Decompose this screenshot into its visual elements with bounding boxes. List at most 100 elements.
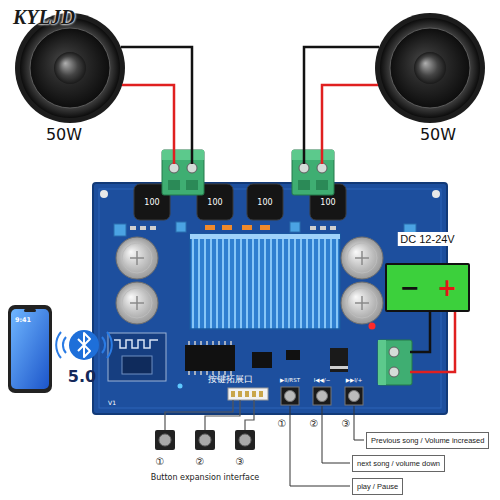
capacitor-part-part [341, 282, 383, 324]
terminal-block [292, 150, 334, 195]
function-label: next song / volume down [352, 455, 445, 472]
external-button-part [155, 430, 175, 450]
smd-parts-part [205, 225, 215, 230]
button-silkscreen: ▶II/RST [280, 378, 300, 384]
red-led [369, 323, 376, 330]
smd-parts-part [130, 226, 136, 230]
external-button-part-part [155, 430, 175, 450]
callout-number: ② [310, 419, 319, 429]
pin-header-part [228, 388, 268, 400]
speaker-wire [121, 47, 379, 164]
capacitor-part [341, 237, 383, 279]
inductor-marking: 100 [144, 199, 159, 207]
caption-note: Button expansion interface [151, 474, 259, 482]
capacitor [116, 237, 383, 324]
smd-parts-part [330, 226, 336, 230]
board-button-part-part [281, 387, 299, 405]
speaker-part [30, 28, 110, 108]
battery-body: −+ [385, 263, 470, 312]
speaker-part [30, 28, 110, 108]
speaker-part [375, 13, 485, 123]
capacitor-part [116, 282, 158, 324]
terminal-block-part [316, 180, 328, 190]
capacitor-part-part [355, 296, 369, 310]
speaker-part [54, 52, 86, 84]
speaker-wire-part [121, 47, 192, 164]
smd-parts-part [320, 226, 326, 230]
power-wire-part [410, 312, 455, 372]
capacitor-part-part [122, 288, 152, 318]
external-button-part [235, 430, 255, 450]
power-wire [410, 312, 455, 372]
speaker-part [390, 28, 470, 108]
voltage-heading: DC 12-24V [397, 232, 457, 246]
pin-header [228, 388, 268, 400]
board-button-part-part [313, 387, 331, 405]
phone-clock: 9:41 [15, 317, 31, 324]
phone [8, 305, 52, 393]
smd-parts-part [260, 225, 270, 230]
terminal-block-part [292, 150, 334, 160]
watermark: KYLJD [13, 7, 75, 27]
pin-header-part [231, 391, 235, 397]
terminal-block-part [162, 150, 204, 195]
bluetooth-module-part [122, 356, 152, 374]
external-button-part-part [195, 430, 215, 450]
heatsink [190, 234, 340, 329]
label-text: play / Pause [357, 482, 398, 491]
diode-part [330, 366, 348, 369]
board-button-part-part [349, 391, 360, 402]
board-button-part-part [317, 391, 328, 402]
speaker-wire-part [322, 85, 378, 164]
capacitor-part-part [130, 251, 144, 265]
capacitor-part-part [116, 237, 158, 279]
bluetooth-module [108, 333, 166, 381]
terminal-block-part [298, 180, 310, 190]
ic-chip-part [286, 350, 300, 360]
smd-parts-part [222, 225, 232, 230]
pin-header-part [238, 391, 242, 397]
terminal-block-part [292, 150, 334, 195]
bluetooth-icon-part [69, 330, 99, 360]
heatsink-part [190, 234, 340, 239]
external-button-part-part [159, 434, 171, 446]
callout-number: ① [156, 457, 165, 467]
capacitor-part-part [347, 288, 377, 318]
label-text: Previous song / Volume increased [371, 436, 484, 445]
capacitor-part-part [116, 282, 158, 324]
callout-number: ③ [342, 419, 351, 429]
terminal-block-part [168, 180, 180, 190]
function-label: Previous song / Volume increased [366, 432, 489, 449]
power-wire-part [410, 312, 430, 352]
inductor-marking: 100 [320, 199, 335, 207]
blue-led [178, 384, 183, 389]
phone-part [24, 309, 36, 312]
bluetooth-module-part [108, 333, 166, 381]
external-button [155, 430, 255, 450]
bluetooth-icon-part [78, 333, 90, 357]
capacitor-part-part [347, 243, 377, 273]
terminal-block-part [169, 163, 179, 173]
power-rating: 50W [46, 127, 82, 143]
speaker-part [20, 18, 120, 118]
power-terminal-part [389, 347, 399, 357]
expansion-wire [165, 400, 254, 430]
pin-header-part [259, 391, 263, 397]
power-terminal [378, 340, 412, 385]
inductor-marking: 100 [207, 199, 222, 207]
board-button-part [345, 387, 363, 405]
capacitor-part [341, 282, 383, 324]
board-silkscreen: 按键拓展口 [208, 375, 253, 384]
callout-number: ② [196, 457, 205, 467]
expansion-wire-part [205, 400, 240, 430]
speaker-part [390, 28, 470, 108]
terminal-block-part [299, 163, 309, 173]
heatsink-part [190, 234, 340, 329]
board-button-part [281, 387, 299, 405]
speaker [375, 13, 485, 123]
polarity-sign: − [400, 276, 420, 300]
